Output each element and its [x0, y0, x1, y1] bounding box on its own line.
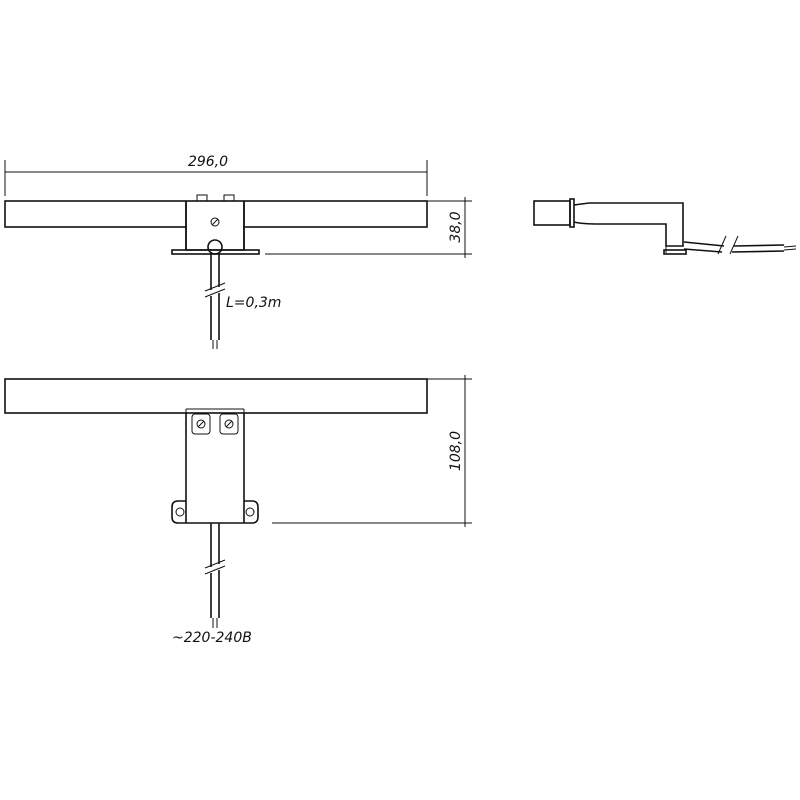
lamp-bar-front	[4, 378, 428, 414]
screw-icon	[210, 217, 220, 227]
top-view: 296,0	[4, 154, 472, 349]
arm-side	[573, 202, 684, 247]
top-height-label: 38,0	[448, 211, 464, 242]
base-plate-top	[171, 239, 260, 255]
cable-side	[683, 235, 797, 255]
voltage-label: ~220-240B	[172, 630, 252, 646]
cable-top	[204, 254, 226, 349]
hole-icon	[245, 507, 255, 517]
hole-icon	[175, 507, 185, 517]
base-plate-side	[663, 249, 687, 255]
front-height-dimension: 108,0	[272, 375, 472, 527]
front-height-label: 108,0	[448, 431, 464, 471]
front-view: ~220-240B 108,0	[4, 375, 472, 646]
screw-icon	[224, 419, 234, 429]
side-view	[533, 198, 797, 255]
cable-length-label: L=0,3m	[226, 295, 281, 311]
top-height-dimension: 38,0	[265, 197, 472, 258]
base-plate-front	[171, 500, 259, 524]
screw-icon	[196, 419, 206, 429]
width-dimension: 296,0	[4, 154, 428, 196]
lamp-head-side	[533, 200, 571, 226]
width-dimension-label: 296,0	[188, 154, 228, 170]
mount-block-front	[185, 408, 245, 523]
lamp-collar-side	[569, 198, 575, 228]
cable-front	[204, 523, 226, 628]
mount-block-top	[185, 194, 245, 251]
